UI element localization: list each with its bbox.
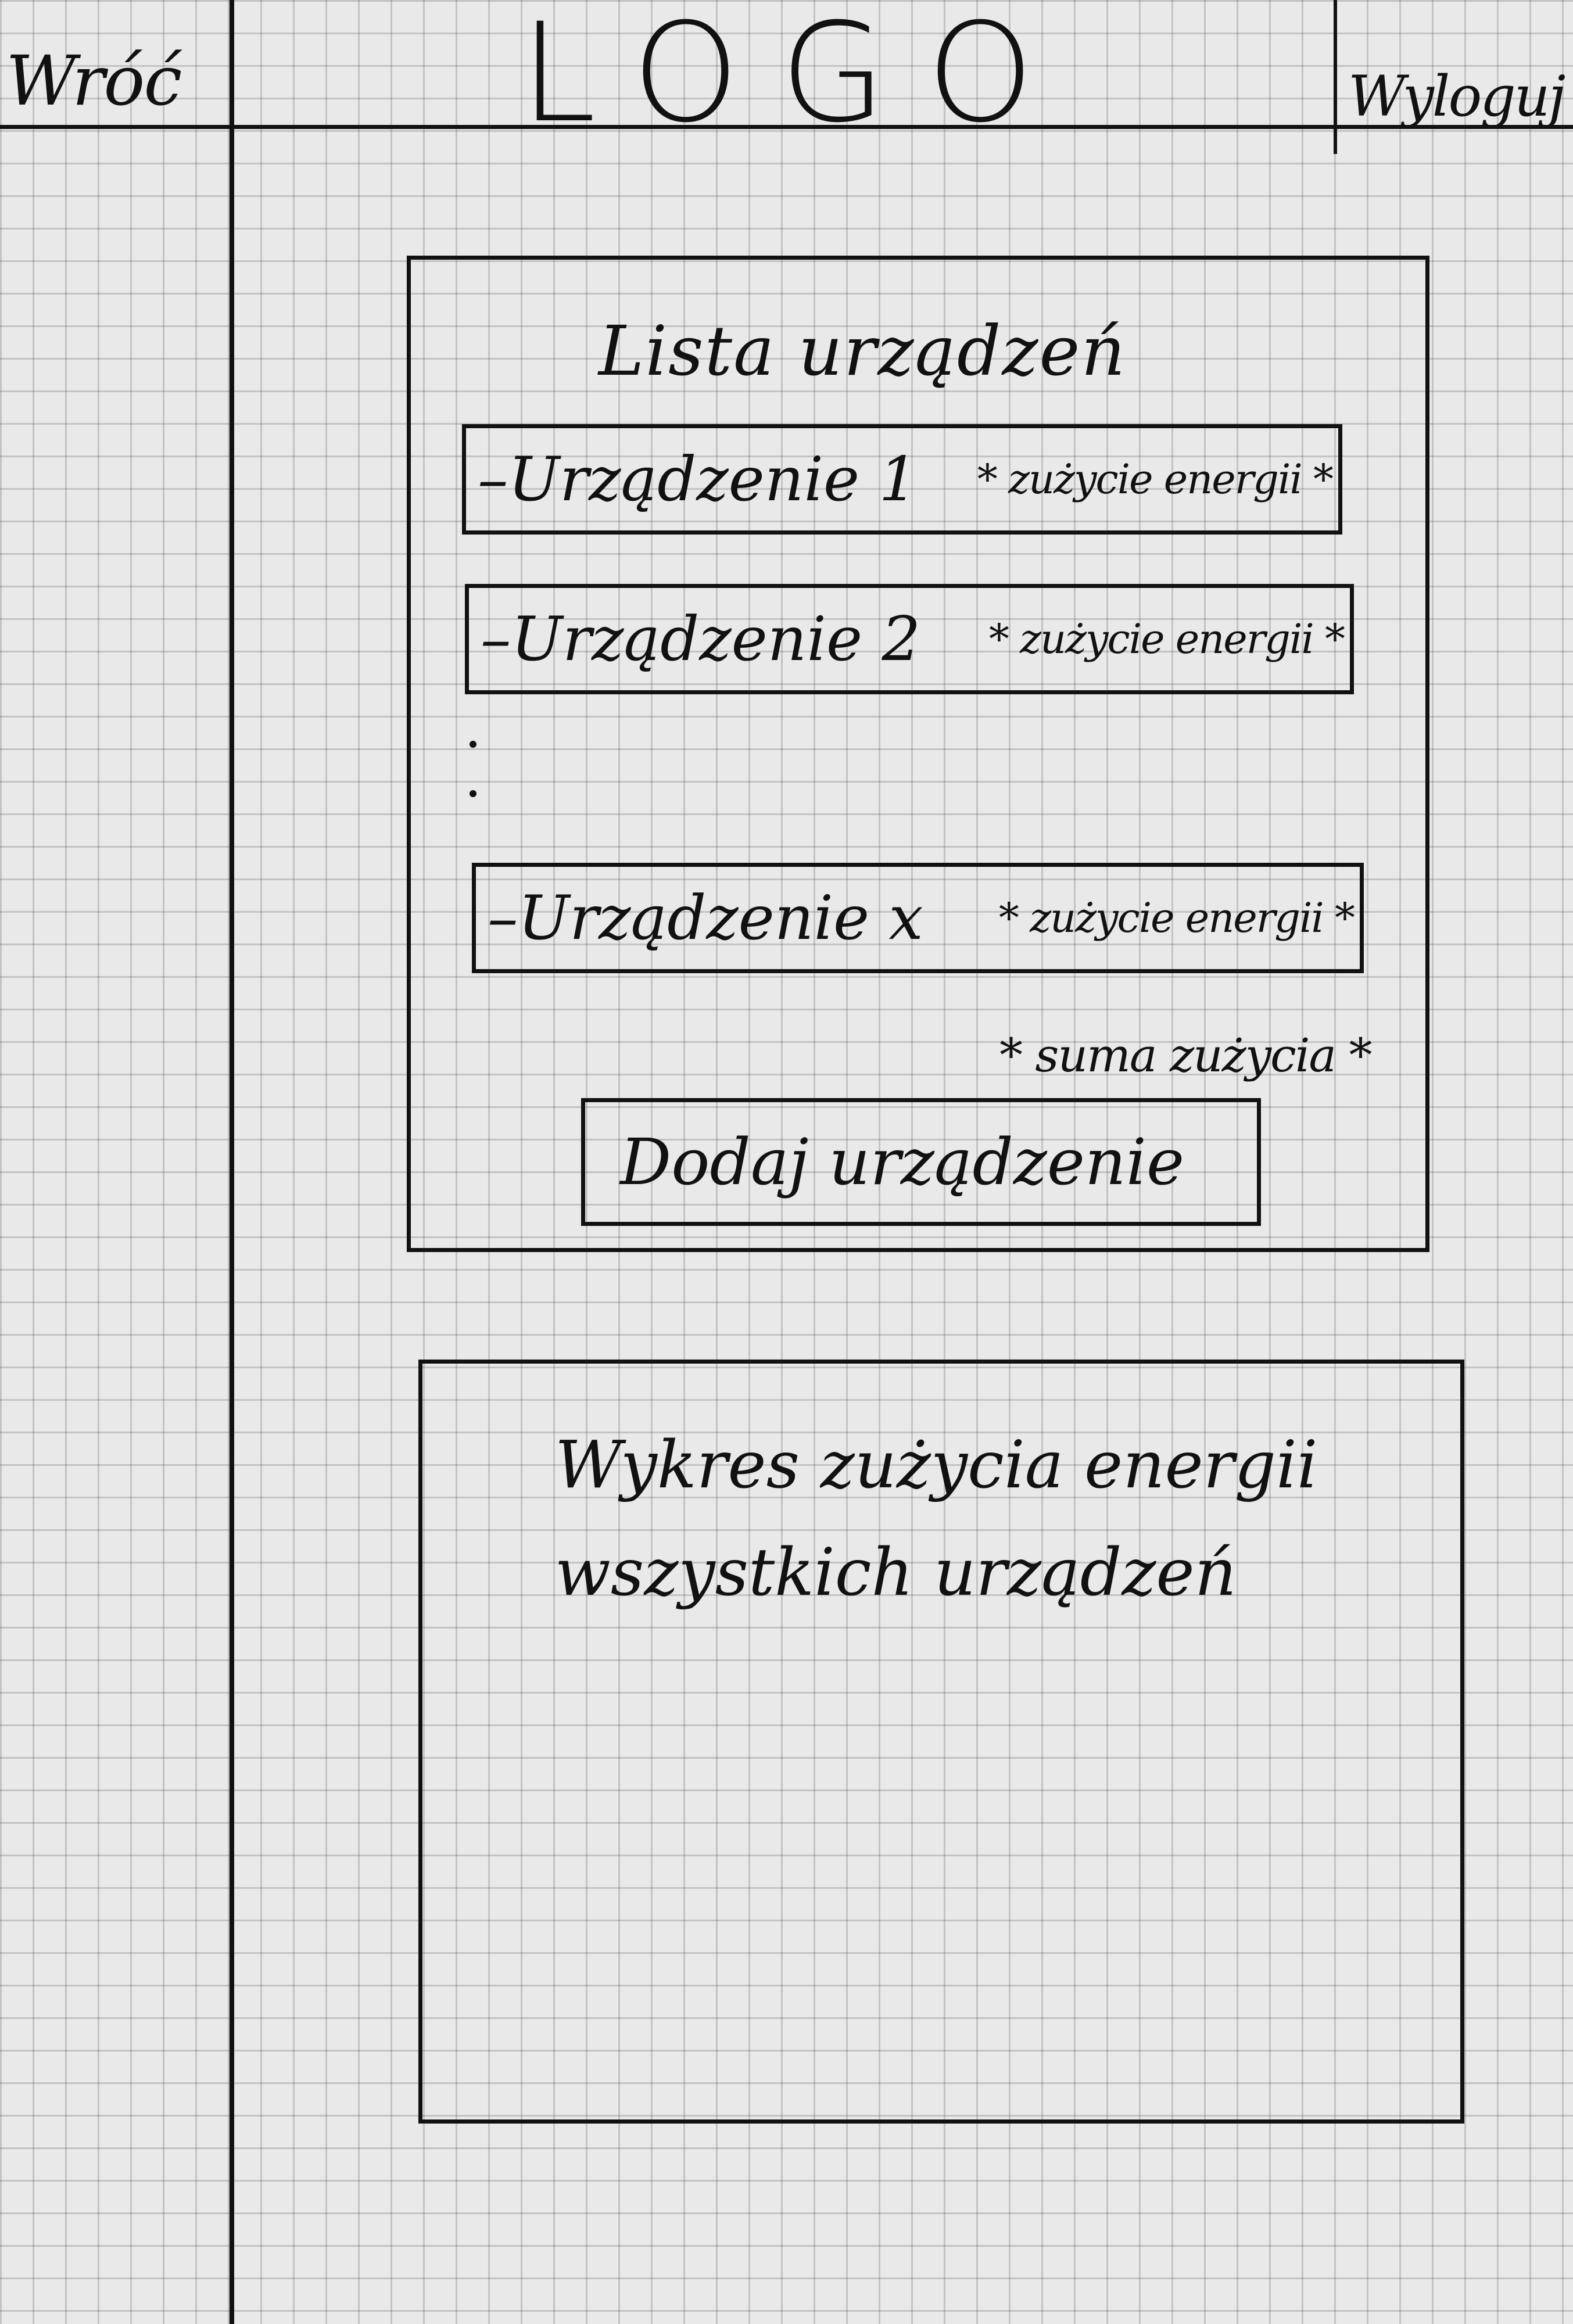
logo: LOGO [520,0,1075,153]
add-device-button[interactable]: Dodaj urządzenie [581,1098,1261,1226]
device-row-2[interactable]: –Urządzenie 2 * zużycie energii * [465,584,1354,694]
device-name: –Urządzenie 2 [481,604,921,675]
ellipsis-dot [470,790,476,797]
device-list-panel [407,256,1429,1252]
device-row-1[interactable]: –Urządzenie 1 * zużycie energii * [462,424,1342,535]
total-energy-usage: * suma zużycia * [999,1028,1373,1082]
device-name: –Urządzenie x [488,883,923,953]
device-energy-usage: * zużycie energii * [988,615,1345,663]
back-link[interactable]: Wróć [6,41,182,121]
device-energy-usage: * zużycie energii * [977,456,1334,503]
device-row-x[interactable]: –Urządzenie x * zużycie energii * [472,863,1364,973]
device-energy-usage: * zużycie energii * [998,894,1355,942]
energy-chart-panel [418,1360,1464,2124]
sidebar-divider [230,0,234,2324]
device-list-title: Lista urządzeń [599,311,1127,391]
header-right-divider [1334,0,1337,154]
energy-chart-title: Wykres zużycia energii wszystkich urządz… [555,1428,1318,1611]
logout-link[interactable]: Wyloguj [1348,64,1565,129]
device-name: –Urządzenie 1 [478,444,918,515]
header-divider [0,125,1573,129]
ellipsis-dot [470,741,476,748]
